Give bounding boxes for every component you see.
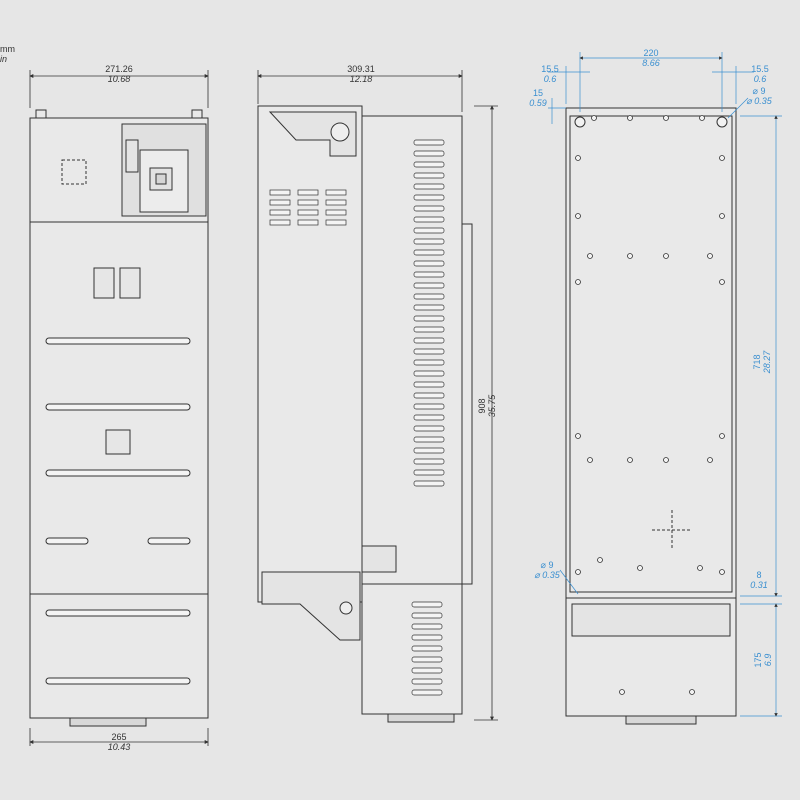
units-mm: mm — [0, 44, 15, 54]
dim-rear-bottom-offset: 8 0.31 — [750, 570, 768, 590]
rear-center-mark — [652, 510, 692, 550]
side-main-body — [257, 105, 363, 603]
rear-top-right-hole — [716, 116, 728, 128]
dim-rear-bottom-height: 175 6.9 — [753, 652, 773, 668]
rear-top-left-hole — [574, 116, 586, 128]
rear-main-body — [565, 107, 737, 599]
dim-rear-right-offset: 15.5 0.6 — [751, 64, 769, 84]
rear-view — [565, 107, 737, 725]
dim-rear-top-offset: 15 0.59 — [529, 88, 547, 108]
units-in: in — [0, 54, 8, 64]
units-legend: mm in — [0, 44, 15, 64]
side-view — [257, 105, 473, 723]
dim-side-depth: 309.31 12.18 — [347, 64, 375, 84]
side-heatsink — [361, 115, 463, 585]
front-view — [29, 109, 209, 727]
dim-rear-left-offset: 15.5 0.6 — [541, 64, 559, 84]
dim-front-base-width: 265 10.43 — [107, 732, 131, 752]
dim-front-width: 271.26 10.68 — [105, 64, 133, 84]
side-grille — [269, 189, 347, 226]
dim-rear-vertical-spacing: 718 28.27 — [752, 350, 772, 374]
dim-side-height: 908 35.75 — [477, 394, 497, 418]
dim-rear-top-hole: ⌀ 9 ⌀ 0.35 — [746, 86, 772, 106]
dim-rear-bottom-hole: ⌀ 9 ⌀ 0.35 — [534, 560, 560, 580]
dim-rear-hole-spacing: 220 8.66 — [642, 48, 660, 68]
